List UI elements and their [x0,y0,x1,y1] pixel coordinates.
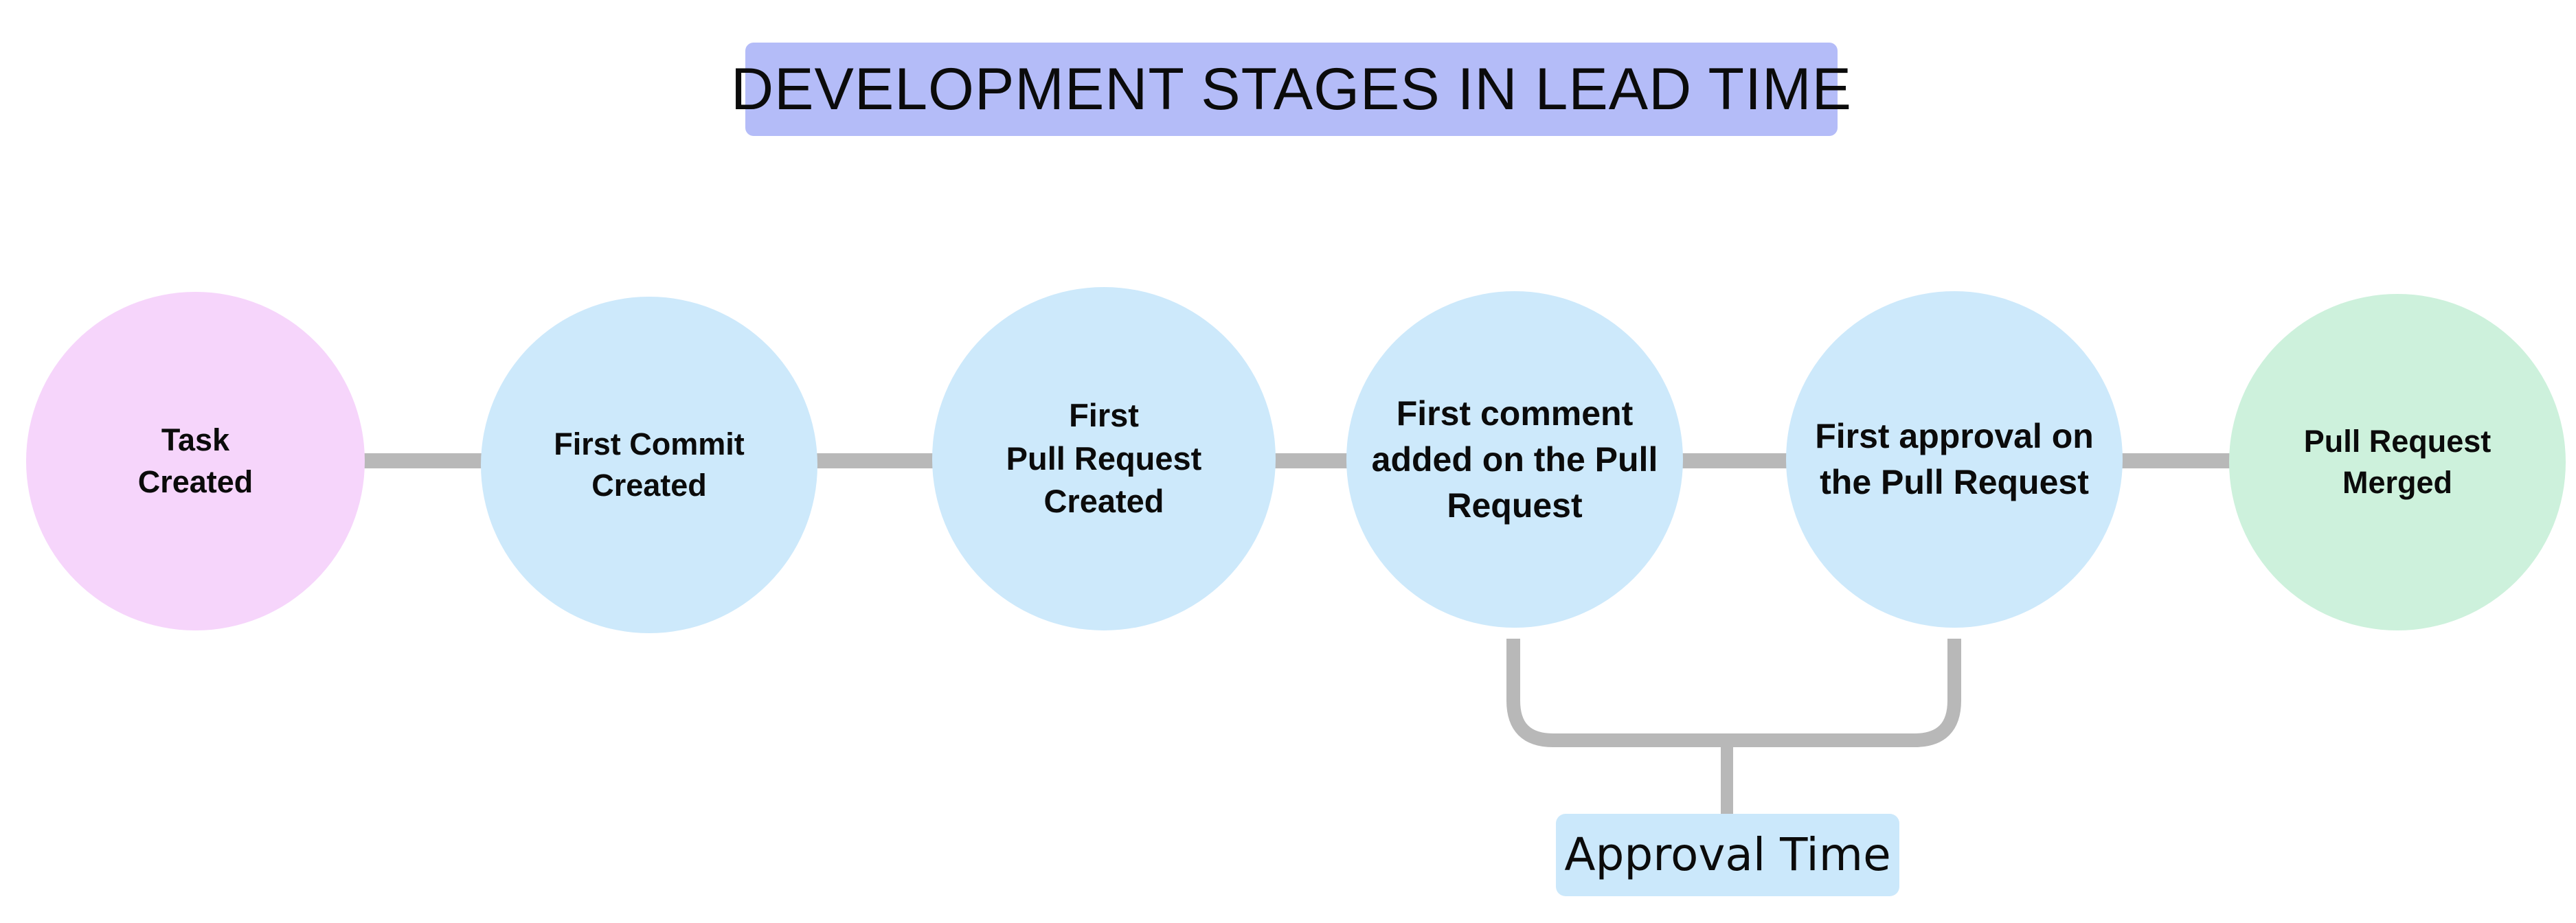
stage-label: Task Created [137,422,253,499]
stage-label: First approval on the Pull Request [1815,417,2094,501]
approval-time-label: Approval Time [1564,828,1891,881]
stage-label: First Commit Created [554,426,745,503]
stage-label: First comment added on the Pull Request [1371,394,1658,525]
approval-time-tag[interactable]: Approval Time [1556,814,1899,896]
stage-label: First Pull Request Created [1006,396,1202,520]
stage-node-first-approval[interactable]: First approval on the Pull Request [1786,291,2123,628]
stage-node-first-pull-request-created[interactable]: First Pull Request Created [932,287,1276,630]
page-title: DEVELOPMENT STAGES IN LEAD TIME [731,56,1852,122]
stage-node-pull-request-merged[interactable]: Pull Request Merged [2229,294,2566,630]
diagram-title-banner: DEVELOPMENT STAGES IN LEAD TIME [731,43,1851,136]
stage-label: Pull Request Merged [2303,423,2492,500]
connector-2-3 [814,453,938,468]
connector-3-4 [1266,453,1355,468]
stage-node-first-commit-created[interactable]: First Commit Created [481,297,817,633]
connector-1-2 [362,453,486,468]
connector-5-6 [2114,453,2235,468]
stage-node-first-comment-added[interactable]: First comment added on the Pull Request [1346,291,1683,628]
connector-4-5 [1674,453,1794,468]
stage-node-task-created[interactable]: Task Created [26,292,365,630]
